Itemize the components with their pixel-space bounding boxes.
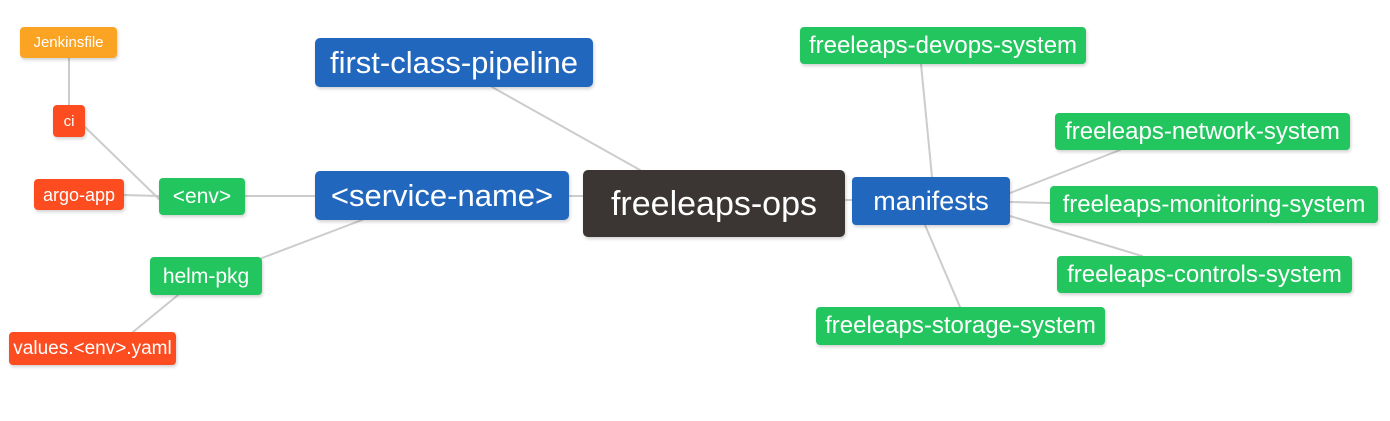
node-jenkinsfile[interactable]: Jenkinsfile	[20, 27, 117, 58]
node-label: freeleaps-network-system	[1065, 117, 1340, 145]
node-manifests[interactable]: manifests	[852, 177, 1010, 225]
node-label: helm-pkg	[162, 264, 250, 288]
node-label: <env>	[172, 185, 232, 208]
node-freeleaps-monitoring-system[interactable]: freeleaps-monitoring-system	[1050, 186, 1378, 223]
edge-manifests-to-storage-sys	[924, 224, 961, 308]
node-label: freeleaps-controls-system	[1067, 260, 1342, 288]
node-freeleaps-devops-system[interactable]: freeleaps-devops-system	[800, 27, 1086, 64]
node-label: ci	[63, 112, 75, 130]
node-ci[interactable]: ci	[53, 105, 85, 137]
node-values-yaml[interactable]: values.<env>.yaml	[9, 332, 176, 365]
edge-helm-pkg-to-service-name	[261, 219, 363, 259]
node-label: freeleaps-storage-system	[825, 312, 1096, 339]
node-freeleaps-storage-system[interactable]: freeleaps-storage-system	[816, 307, 1105, 345]
edge-first-class-to-root	[491, 86, 641, 171]
edge-argo-app-to-env	[123, 194, 160, 197]
node-service-name[interactable]: <service-name>	[315, 171, 569, 220]
edge-manifests-to-devops-sys	[920, 63, 933, 178]
node-label: freeleaps-devops-system	[808, 31, 1078, 59]
node-freeleaps-controls-system[interactable]: freeleaps-controls-system	[1057, 256, 1352, 293]
node-label: freeleaps-monitoring-system	[1062, 190, 1366, 218]
node-env[interactable]: <env>	[159, 178, 245, 215]
node-freeleaps-network-system[interactable]: freeleaps-network-system	[1055, 113, 1350, 150]
node-label: <service-name>	[330, 178, 554, 213]
edge-manifests-to-monitoring-sys	[1009, 201, 1051, 204]
node-argo-app[interactable]: argo-app	[34, 179, 124, 210]
node-first-class-pipeline[interactable]: first-class-pipeline	[315, 38, 593, 87]
node-label: Jenkinsfile	[33, 34, 104, 51]
node-label: values.<env>.yaml	[13, 338, 172, 359]
node-label: manifests	[873, 185, 989, 216]
node-label: freeleaps-ops	[610, 184, 817, 223]
node-helm-pkg[interactable]: helm-pkg	[150, 257, 262, 295]
edge-values-yaml-to-helm-pkg	[132, 294, 179, 333]
node-label: first-class-pipeline	[329, 45, 579, 80]
node-freeleaps-ops-root[interactable]: freeleaps-ops	[583, 170, 845, 237]
node-label: argo-app	[42, 184, 116, 205]
